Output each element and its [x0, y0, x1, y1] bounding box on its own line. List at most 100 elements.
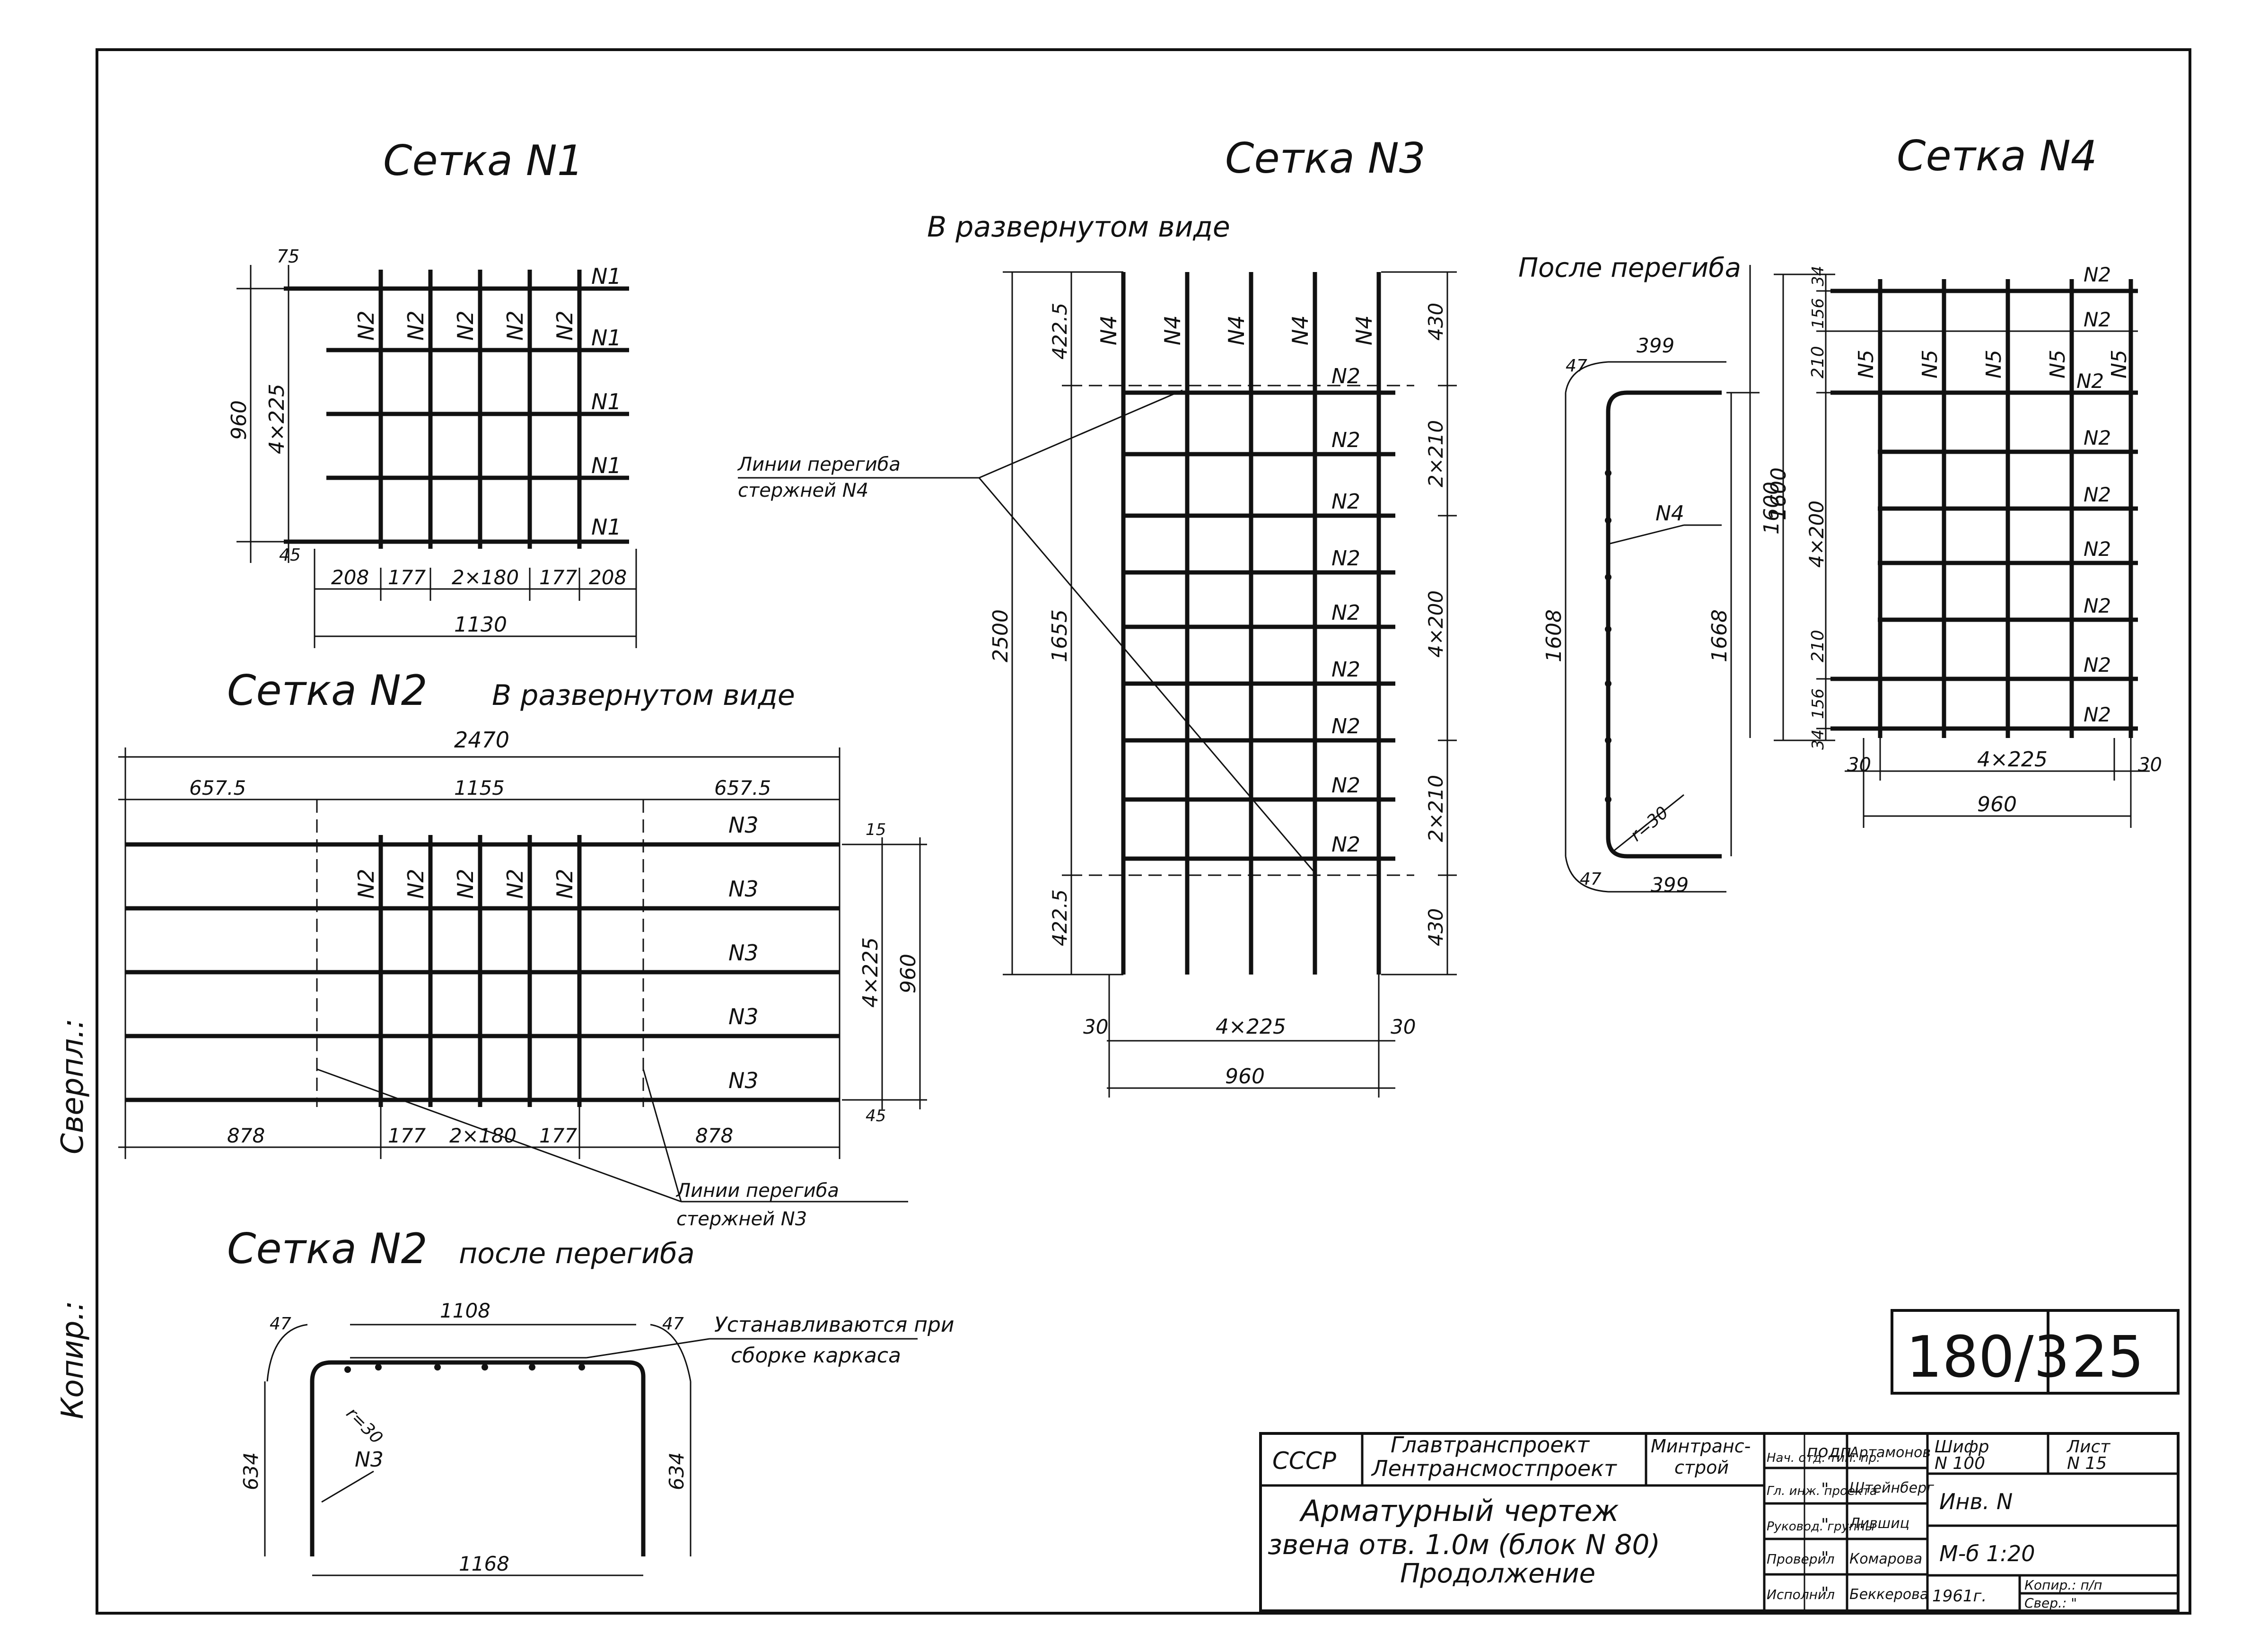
- setka1-bar-v-3: N2: [453, 310, 478, 341]
- setka3-bar-h-6: N2: [1331, 658, 1360, 682]
- setka1-dim-total: 960: [227, 400, 251, 440]
- setka2-bar-h-4: N3: [728, 1004, 759, 1029]
- setka1-dim-s5: 208: [589, 566, 627, 589]
- setka-2: Сетка N2 В развернутом виде N3 N3 N3 N3 …: [118, 666, 927, 1230]
- setka2-bent-dim-r-left: 47: [270, 1314, 291, 1334]
- stamp-name-4: Беккерова: [1849, 1586, 1928, 1603]
- setka3-dim-spacing: 4×225: [1216, 1015, 1286, 1039]
- stamp-year: 1961г.: [1932, 1587, 1987, 1606]
- stamp-list-value: N 15: [2067, 1454, 2107, 1473]
- stamp-kopir: Копир.: п/п: [2024, 1577, 2102, 1593]
- setka2-dim-total: 2470: [454, 727, 509, 753]
- side-sverpl-label: Сверпл.:: [55, 1019, 90, 1154]
- setka2-bent-note-2: сборке каркаса: [731, 1344, 901, 1368]
- setka3-bar-h-1: N2: [1331, 364, 1360, 388]
- setka1-bar-v-2: N2: [403, 310, 429, 341]
- setka2-fold-label-2: стержней N3: [676, 1208, 807, 1230]
- stamp-ministry1: Минтранс-: [1651, 1436, 1751, 1457]
- setka3-subtitle: В развернутом виде: [927, 211, 1230, 244]
- posle-bar-label: N4: [1655, 501, 1684, 526]
- setka4-bar-h-7: N2: [2084, 594, 2111, 617]
- setka2-title: Сетка N2: [227, 666, 428, 715]
- posle-dim-overall: 1600: [1767, 467, 1791, 520]
- setka2-bar-v-4: N2: [502, 869, 528, 899]
- setka2-bent-dim-radius: r=30: [342, 1404, 386, 1448]
- setka2-bent-note-1: Устанавливаются при: [714, 1313, 954, 1337]
- setka2-bent-title: Сетка N2: [227, 1224, 428, 1273]
- stamp-frame: [1259, 1432, 2180, 1612]
- setka1-dim-spacing: 4×225: [265, 384, 289, 454]
- setka3-fold-label-2: стержней N4: [738, 480, 868, 501]
- setka3-bar-h-3: N2: [1331, 490, 1360, 514]
- setka2-bar-h-1: N3: [728, 812, 759, 838]
- setka3-dim-top-left: 422.5: [1048, 303, 1071, 360]
- stamp-title2: звена отв. 1.0м (блок N 80): [1268, 1529, 1660, 1561]
- setka2-dim-height: 960: [896, 954, 920, 993]
- setka2-bar-v-3: N2: [453, 869, 478, 899]
- setka3-bar-v-3: N4: [1224, 315, 1249, 345]
- setka4-dim-t1: 34: [1809, 266, 1828, 286]
- stamp-title3: Продолжение: [1400, 1558, 1595, 1589]
- setka4-bar-h-4: N2: [2084, 426, 2111, 449]
- setka3-title: Сетка N3: [1225, 134, 1426, 183]
- setka4-dim-width: 960: [1977, 792, 2017, 817]
- setka2-dim-mid: 1155: [454, 776, 505, 800]
- setka2-dim-b5: 878: [695, 1124, 733, 1147]
- setka2-bar-v-5: N2: [552, 869, 578, 899]
- stamp-ussr: СССР: [1272, 1447, 1337, 1475]
- stamp-sign-4: ": [1821, 1584, 1829, 1603]
- setka1-dim-bottom: 45: [279, 545, 301, 565]
- setka3-dim-mid: 1655: [1048, 609, 1072, 662]
- setka2-dim-b3: 2×180: [449, 1124, 517, 1147]
- setka4-bar-v-1: N5: [1854, 350, 1878, 378]
- posle-dim-top: 399: [1637, 334, 1674, 357]
- setka2-bent-dim-bottom: 1168: [459, 1552, 509, 1575]
- setka1-dim-s1: 208: [331, 566, 369, 589]
- stamp-sign-0: подп.: [1807, 1442, 1856, 1461]
- setka4-bar-v-5: N5: [2107, 350, 2131, 378]
- setka2-subtitle: В развернутом виде: [492, 679, 795, 712]
- setka3-dim-w-left: 30: [1083, 1015, 1108, 1038]
- setka2-dim-b1: 878: [227, 1124, 265, 1147]
- stamp-list-label: Лист: [2066, 1437, 2110, 1457]
- stamp-shifr-value: N 100: [1935, 1454, 1985, 1473]
- setka2-bent-dim-r-right: 47: [662, 1314, 684, 1334]
- setka2-bent-bar: [310, 1360, 646, 1556]
- setka1-bar-h-5: N1: [591, 514, 622, 540]
- setka3-bar-h-7: N2: [1331, 714, 1360, 738]
- setka3-bar-v-5: N4: [1351, 315, 1377, 345]
- setka3-bar-h-4: N2: [1331, 546, 1360, 571]
- setka4-dim-t2: 156: [1809, 298, 1828, 329]
- setka3-bar-h-9: N2: [1331, 833, 1360, 857]
- sheet-code: 180/3: [1906, 1325, 2070, 1390]
- stamp-sign-1: ": [1821, 1480, 1829, 1499]
- setka2-bar-v-2: N2: [403, 869, 429, 899]
- setka4-title: Сетка N4: [1897, 132, 2097, 180]
- stamp-inv: Инв. N: [1939, 1489, 2013, 1514]
- setka3-fold-label-1: Линии перегиба: [737, 454, 901, 475]
- posle-bar: [1606, 390, 1722, 859]
- setka4-bar-h-9: N2: [2084, 703, 2111, 726]
- stamp-name-2: Лившиц: [1849, 1515, 1909, 1532]
- setka2-dim-spacing: 4×225: [858, 937, 883, 1008]
- posle-dim-bottom: 399: [1651, 873, 1689, 896]
- setka4-dim-w-spacing: 4×225: [1977, 747, 2048, 772]
- setka3-dim-r3: 4×200: [1424, 590, 1447, 658]
- stamp-role-0: Нач. отд. тип. пр.: [1767, 1451, 1880, 1465]
- setka1-bar-h-3: N1: [591, 389, 622, 414]
- setka-2-bent: Сетка N2 после перегиба 1108 47 47 r=30 …: [227, 1224, 954, 1576]
- posle-dim-left: 1608: [1542, 609, 1566, 662]
- setka2-bar-v-1: N2: [353, 869, 379, 899]
- setka3-bar-h-8: N2: [1331, 773, 1360, 798]
- setka2-fold-label-1: Линии перегиба: [675, 1180, 839, 1202]
- stamp-role-1: Гл. инж. проекта: [1767, 1484, 1877, 1498]
- setka4-bar-h-8: N2: [2084, 653, 2111, 677]
- stamp-title1: Арматурный чертеж: [1299, 1494, 1619, 1528]
- setka4-bar-v-4: N5: [2046, 350, 2070, 378]
- stamp-name-0: Артамонов: [1848, 1444, 1931, 1461]
- setka1-dim-top: 75: [277, 246, 299, 267]
- setka1-title: Сетка N1: [383, 136, 584, 185]
- stamp-name-1: Штейнберг: [1849, 1480, 1934, 1496]
- setka3-bar-h-5: N2: [1331, 601, 1360, 625]
- stamp-role-2: Руковод. группы: [1767, 1520, 1875, 1534]
